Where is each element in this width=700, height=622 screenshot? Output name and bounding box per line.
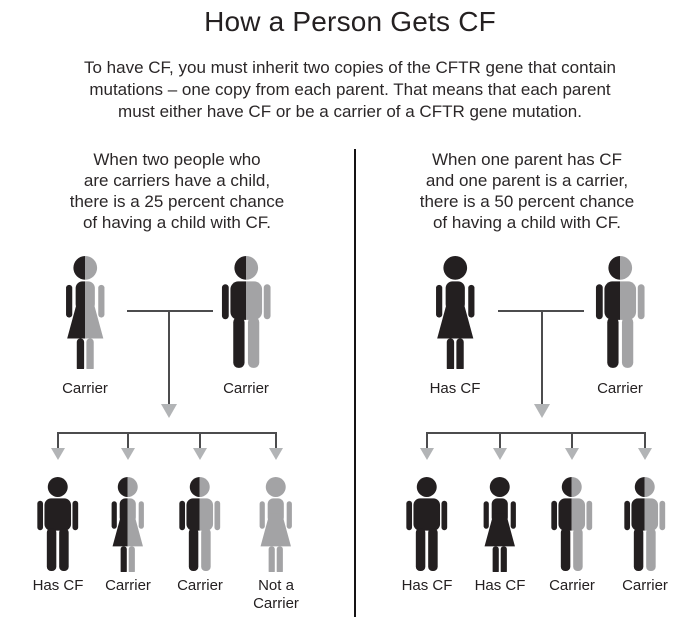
- left-drop-line-3: [199, 432, 201, 449]
- right-child4-carrier-male-figure-icon: [621, 477, 669, 572]
- right-child3-label: Carrier: [549, 577, 595, 594]
- intro-line-3: must either have CF or be a carrier of a…: [118, 102, 582, 121]
- right-parent1-label: Has CF: [429, 380, 481, 397]
- right-drop-line-1: [426, 432, 428, 449]
- right-heading-line-1: When one parent has CF: [432, 150, 622, 169]
- left-child1-has-cf-male-figure-icon: [34, 477, 82, 572]
- left-parent2-carrier-male-figure-icon: [218, 256, 275, 369]
- left-heading-line-1: When two people who: [93, 150, 261, 169]
- right-child1-label: Has CF: [401, 577, 453, 594]
- right-child4-label: Carrier: [622, 577, 668, 594]
- right-children-bracket-line: [427, 432, 645, 434]
- left-child2-label: Carrier: [105, 577, 151, 594]
- left-heading-line-2: are carriers have a child,: [83, 171, 271, 190]
- left-child1-arrow-icon: [51, 448, 65, 460]
- right-drop-line-3: [571, 432, 573, 449]
- intro-paragraph: To have CF, you must inherit two copies …: [0, 57, 700, 123]
- left-child3-arrow-icon: [193, 448, 207, 460]
- right-child2-arrow-icon: [493, 448, 507, 460]
- left-child3-label: Carrier: [177, 577, 223, 594]
- left-drop-line-2: [127, 432, 129, 449]
- right-child1-has-cf-male-figure-icon: [403, 477, 451, 572]
- right-panel-heading: When one parent has CF and one parent is…: [352, 149, 700, 233]
- panel-divider: [354, 149, 356, 617]
- left-child2-arrow-icon: [121, 448, 135, 460]
- left-parent1-label: Carrier: [62, 380, 108, 397]
- left-child1-label: Has CF: [32, 577, 84, 594]
- left-descent-line: [168, 310, 170, 405]
- left-parent2-label: Carrier: [223, 380, 269, 397]
- right-child3-arrow-icon: [565, 448, 579, 460]
- left-drop-line-1: [57, 432, 59, 449]
- left-panel-heading: When two people who are carriers have a …: [2, 149, 352, 233]
- right-parent2-label: Carrier: [597, 380, 643, 397]
- intro-line-1: To have CF, you must inherit two copies …: [84, 58, 616, 77]
- left-child3-carrier-male-figure-icon: [176, 477, 224, 572]
- left-child4-label: Not a Carrier: [253, 577, 299, 612]
- right-heading-line-4: of having a child with CF.: [432, 213, 622, 232]
- left-parent1-carrier-female-figure-icon: [57, 256, 114, 369]
- right-drop-line-2: [499, 432, 501, 449]
- right-child1-arrow-icon: [420, 448, 434, 460]
- right-drop-line-4: [644, 432, 646, 449]
- left-child2-carrier-female-figure-icon: [104, 477, 152, 572]
- right-child4-arrow-icon: [638, 448, 652, 460]
- intro-line-2: mutations – one copy from each parent. T…: [89, 80, 611, 99]
- right-parent1-has-cf-female-figure-icon: [427, 256, 484, 369]
- left-heading-line-3: there is a 25 percent chance: [69, 192, 285, 211]
- right-descent-line: [541, 310, 543, 405]
- left-child4-arrow-icon: [269, 448, 283, 460]
- left-heading-line-4: of having a child with CF.: [82, 213, 272, 232]
- right-child2-has-cf-female-figure-icon: [476, 477, 524, 572]
- left-parents-connector-line: [127, 310, 213, 312]
- right-parent2-carrier-male-figure-icon: [592, 256, 649, 369]
- right-down-arrow-icon: [534, 404, 550, 418]
- left-down-arrow-icon: [161, 404, 177, 418]
- right-heading-line-3: there is a 50 percent chance: [419, 192, 635, 211]
- right-child3-carrier-male-figure-icon: [548, 477, 596, 572]
- page-title: How a Person Gets CF: [204, 6, 496, 37]
- left-children-bracket-line: [58, 432, 276, 434]
- right-heading-line-2: and one parent is a carrier,: [425, 171, 629, 190]
- left-child4-not-carrier-female-figure-icon: [252, 477, 300, 572]
- left-drop-line-4: [275, 432, 277, 449]
- right-child2-label: Has CF: [474, 577, 526, 594]
